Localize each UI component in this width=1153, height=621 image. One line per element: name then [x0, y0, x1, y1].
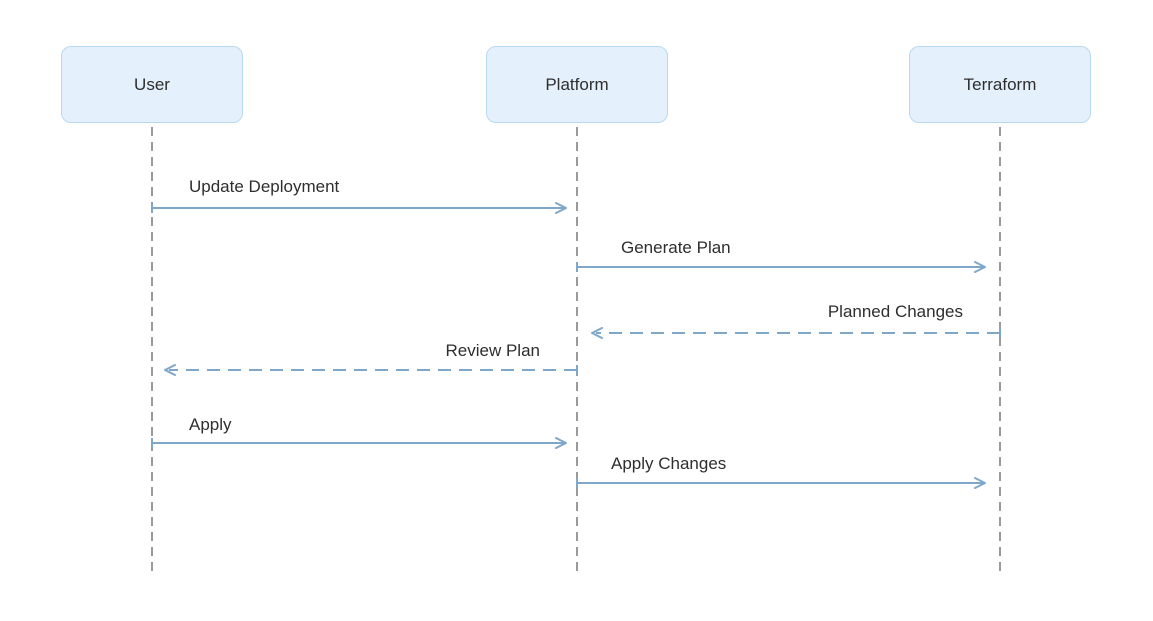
message-label-planned-changes: Planned Changes: [827, 302, 963, 321]
arrowhead-right-icon: [974, 261, 986, 273]
message-arrow-generate-plan: [576, 261, 986, 273]
actor-platform: Platform: [486, 46, 668, 123]
message-arrow-apply: [151, 437, 567, 449]
message-label-update-deployment: Update Deployment: [189, 177, 340, 196]
message-arrow-update-deployment: [151, 202, 567, 214]
message-label-apply: Apply: [189, 415, 232, 434]
arrowhead-right-icon: [555, 437, 567, 449]
arrowhead-right-icon: [974, 477, 986, 489]
arrowhead-right-icon: [555, 202, 567, 214]
actor-user-label: User: [134, 74, 170, 94]
message-arrow-apply-changes: [576, 477, 986, 489]
actor-terraform-label: Terraform: [963, 74, 1037, 94]
arrowhead-left-icon: [591, 327, 603, 339]
message-label-generate-plan: Generate Plan: [621, 238, 731, 257]
message-arrow-review-plan: [164, 364, 578, 376]
message-label-apply-changes: Apply Changes: [611, 454, 727, 473]
actor-user: User: [61, 46, 243, 123]
arrowhead-left-icon: [164, 364, 176, 376]
actor-platform-label: Platform: [545, 74, 609, 94]
message-arrow-planned-changes: [591, 327, 1001, 339]
message-label-review-plan: Review Plan: [445, 341, 541, 360]
actor-terraform: Terraform: [909, 46, 1091, 123]
